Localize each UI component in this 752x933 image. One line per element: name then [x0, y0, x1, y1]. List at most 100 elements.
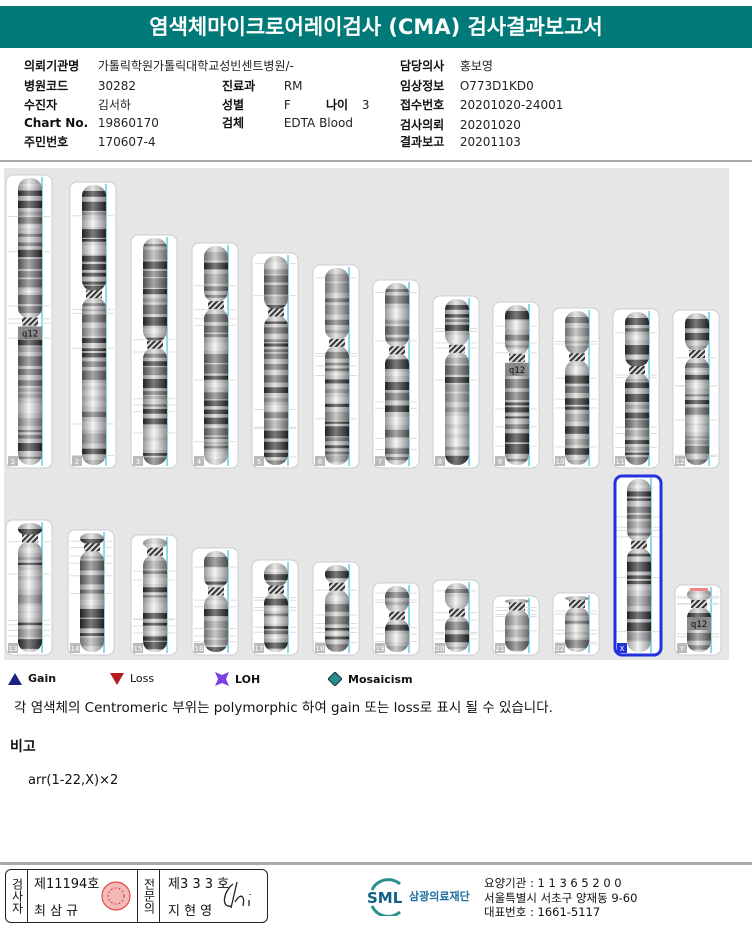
- chromosome-number-badge: [8, 643, 18, 653]
- sml-logo-icon: SML: [367, 878, 403, 916]
- remarks-heading: 비고: [10, 739, 36, 755]
- chromosome-number: 21: [496, 645, 505, 653]
- resident-no-row: 주민번호 170607-4: [24, 135, 156, 149]
- chromosome-12[interactable]: 12: [672, 309, 720, 469]
- chromosome-arm: [18, 541, 42, 652]
- centromere: [449, 344, 465, 353]
- centromere: [569, 599, 585, 608]
- chromosome-number-badge: [133, 643, 143, 653]
- chromosome-arm: [264, 315, 288, 465]
- chromosome-number: 15: [134, 645, 143, 653]
- centromere: [509, 602, 525, 611]
- chromosome-arm: [505, 599, 529, 604]
- centromere: [147, 340, 163, 349]
- chromosome-number-badge: [555, 456, 565, 466]
- chromosome-19[interactable]: 19: [372, 582, 420, 656]
- chromosome-2[interactable]: 2: [69, 181, 117, 469]
- chromosome-7[interactable]: 7: [372, 279, 420, 469]
- chart-no-row: Chart No. 19860170: [24, 116, 159, 130]
- band-q12: [18, 326, 42, 340]
- chromosome-number-badge: [315, 456, 325, 466]
- chromosome-arm: [565, 360, 589, 465]
- receipt-no-row: 접수번호 20201020-24001: [400, 98, 564, 112]
- chromosome-arm: [685, 313, 709, 352]
- chromosome-17[interactable]: 17: [251, 559, 299, 656]
- chromosome-arm: [18, 324, 42, 465]
- chromosome-arm: [627, 479, 651, 542]
- centromere: [329, 582, 345, 591]
- chromosome-10[interactable]: 10: [552, 307, 600, 469]
- centromere: [389, 611, 405, 620]
- result-report-row: 결과보고 20201103: [400, 135, 521, 149]
- chromosome-arm: [445, 583, 469, 610]
- chromosome-number-badge: [315, 643, 325, 653]
- chromosome-11[interactable]: 11: [612, 308, 660, 469]
- chromosome-arm: [625, 312, 649, 368]
- chromosome-number-badge: [675, 456, 685, 466]
- chromosome-number: 7: [378, 458, 382, 466]
- chromosome-number-badge: [495, 456, 505, 466]
- chromosome-21[interactable]: 21: [492, 595, 540, 656]
- chromosome-5[interactable]: 5: [251, 252, 299, 469]
- chromosome-arm: [143, 238, 167, 342]
- chromosome-number-badge: [72, 456, 82, 466]
- org-address: 서울특별시 서초구 양재동 9-60: [484, 890, 638, 905]
- centromere: [268, 308, 284, 317]
- chromosome-arm: [325, 345, 349, 465]
- chromosome-number: 10: [556, 458, 565, 466]
- chromosome-number: 3: [136, 458, 140, 466]
- band-label: q12: [691, 620, 707, 630]
- specialist-no: 제3 3 3 호: [168, 877, 230, 892]
- chromosome-arm: [445, 351, 469, 465]
- chromosome-number: 1: [11, 458, 15, 466]
- chromosome-number-badge: [375, 456, 385, 466]
- department-row: 진료과 RM: [222, 79, 303, 93]
- chromosome-arm: [80, 533, 104, 545]
- chromosome-X[interactable]: X: [613, 474, 663, 657]
- chromosome-6[interactable]: 6: [312, 264, 360, 469]
- chromosome-number: 8: [438, 458, 442, 466]
- chromosome-number-badge: [194, 456, 204, 466]
- report-title: 염색체마이크로어레이검사 (CMA) 검사결과보고서: [0, 6, 752, 48]
- chromosome-arm: [385, 353, 409, 465]
- chromosome-4[interactable]: 4: [191, 242, 239, 469]
- band-q12: [505, 362, 529, 376]
- chromosome-15[interactable]: 15: [130, 534, 178, 656]
- hospital-code-row: 병원코드 30282: [24, 79, 137, 93]
- chromosome-arm: [505, 360, 529, 465]
- centromere-note: 각 염색체의 Centromeric 부위는 polymorphic 하여 ga…: [14, 700, 553, 716]
- chromosome-18[interactable]: 18: [312, 561, 360, 656]
- patient-row: 수진자 김서하: [24, 98, 131, 112]
- chromosome-number: 17: [255, 645, 264, 653]
- test-request-row: 검사의뢰 20201020: [400, 118, 521, 132]
- divider: [0, 160, 752, 162]
- chromosome-arm: [565, 311, 589, 355]
- centromere: [86, 290, 102, 299]
- chromosome-arm: [687, 588, 711, 601]
- org-name: 삼광의료재단: [409, 890, 470, 903]
- specialist-name: 지 현 영: [168, 904, 213, 919]
- chromosome-number: 20: [436, 645, 445, 653]
- chromosome-22[interactable]: 22: [552, 592, 600, 656]
- chromosome-16[interactable]: 16: [191, 547, 239, 656]
- chromosome-14[interactable]: 14: [67, 529, 115, 656]
- chromosome-3[interactable]: 3: [130, 234, 178, 469]
- chromosome-number-badge: [254, 643, 264, 653]
- chromosome-20[interactable]: 20: [432, 579, 480, 656]
- centromere: [22, 317, 38, 326]
- chromosome-arm: [204, 308, 228, 465]
- chromosome-13[interactable]: 13: [5, 519, 53, 656]
- chromosome-number-badge: [375, 643, 385, 653]
- chromosome-number: 16: [195, 645, 204, 653]
- centromere: [208, 587, 224, 596]
- legend-loss: Loss: [110, 672, 154, 685]
- chromosome-arm: [204, 246, 228, 303]
- chromosome-number: 2: [75, 458, 79, 466]
- org-info: 요양기관 : 1 1 3 6 5 2 0 0 서울특별시 서초구 양재동 9-6…: [484, 876, 637, 920]
- chromosome-8[interactable]: 8: [432, 295, 480, 469]
- chromosome-arm: [18, 523, 42, 536]
- loss-triangle-icon: [110, 672, 124, 685]
